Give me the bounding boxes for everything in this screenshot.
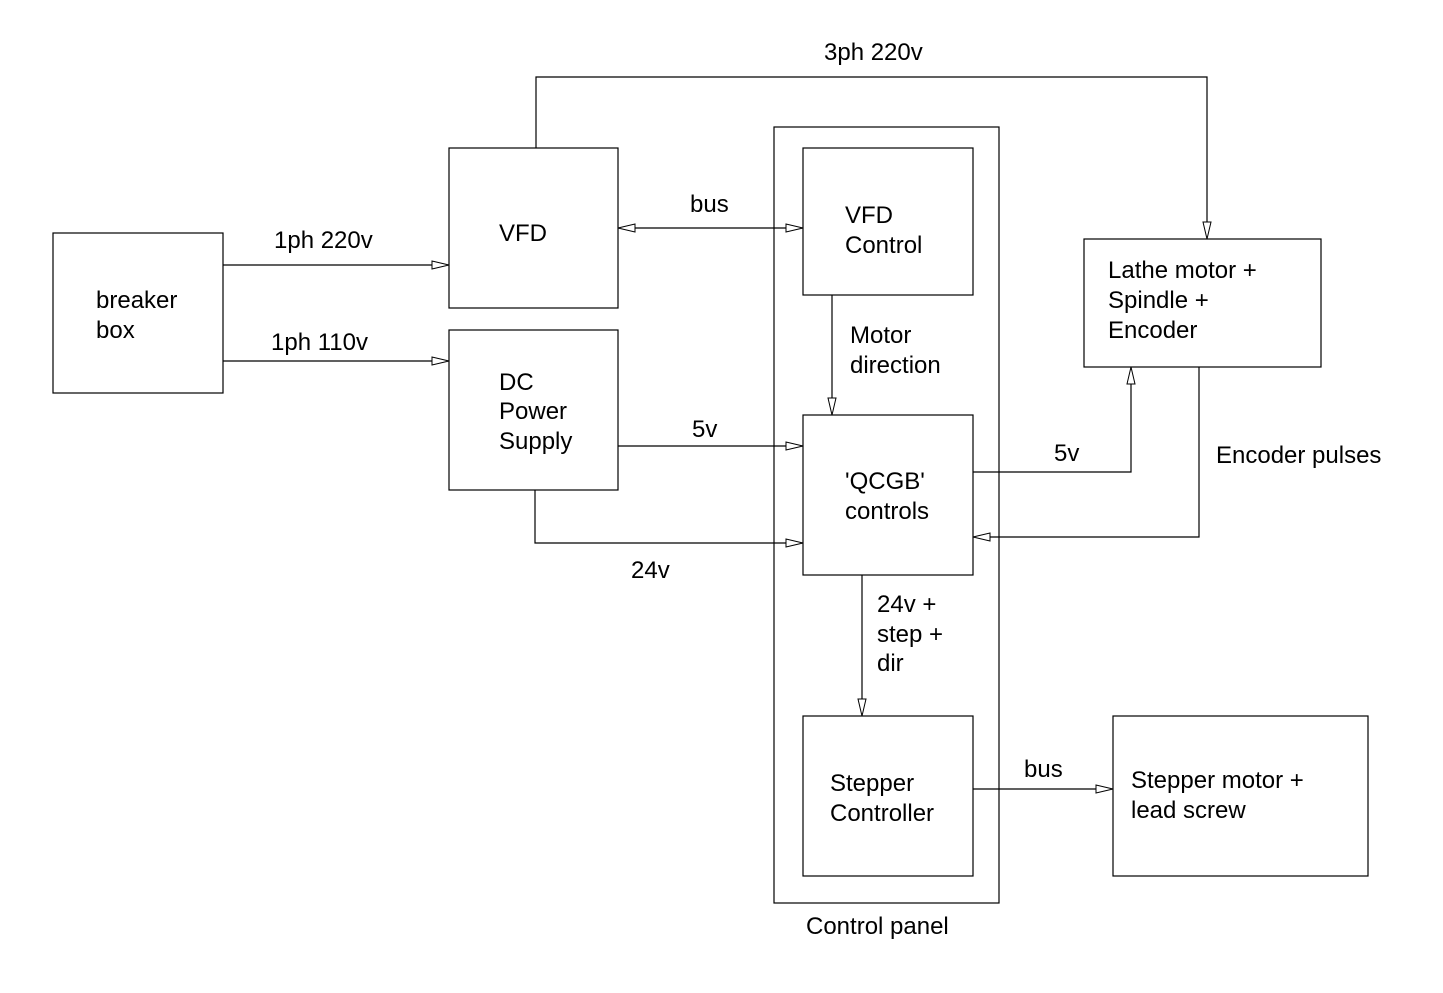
- dc-power-supply-label: DC Power Supply: [499, 369, 574, 455]
- lathe-motor-box: [1083, 238, 1322, 368]
- vfd-control-label: VFD Control: [845, 202, 922, 259]
- dc-power-supply-box: [448, 329, 619, 491]
- vfd-bus-arrowhead-right: [785, 223, 804, 233]
- five-v-dc-label: 5v: [692, 416, 717, 443]
- three-phase-label: 3ph 220v: [824, 39, 923, 66]
- stepper-bus-label: bus: [1024, 756, 1063, 783]
- three-phase-wire: [535, 76, 1208, 230]
- twentyfour-v-label: 24v: [631, 557, 670, 584]
- motor-direction-label: Motor direction: [850, 322, 941, 379]
- control-panel-enclosure: [773, 126, 1000, 904]
- twentyfour-v-wire: [534, 490, 794, 544]
- five-v-lathe-wire: [973, 376, 1132, 473]
- stepper-controller-box: [802, 715, 974, 877]
- five-v-lathe-arrowhead: [1126, 366, 1136, 385]
- qcgb-controls-box: [802, 414, 974, 576]
- vfd-label: VFD: [499, 220, 547, 247]
- vfd-bus-arrowhead-left: [617, 223, 636, 233]
- twentyfour-v-arrowhead: [785, 538, 804, 548]
- step-dir-arrowhead: [857, 698, 867, 717]
- vfd-bus-label: bus: [690, 191, 729, 218]
- five-v-lathe-label: 5v: [1054, 440, 1079, 467]
- one-phase-110-label: 1ph 110v: [271, 329, 368, 356]
- motor-direction-arrowhead: [827, 397, 837, 416]
- one-phase-220-label: 1ph 220v: [274, 227, 373, 254]
- three-phase-arrowhead: [1202, 221, 1212, 240]
- stepper-motor-box: [1112, 715, 1369, 877]
- stepper-motor-label: Stepper motor + lead screw: [1131, 767, 1310, 824]
- step-dir-label: 24v + step + dir: [877, 591, 950, 677]
- lathe-motor-label: Lathe motor + Spindle + Encoder: [1108, 257, 1263, 344]
- five-v-dc-arrowhead: [785, 441, 804, 451]
- breaker-box: [52, 232, 224, 394]
- breaker-box-label: breaker box: [96, 287, 184, 344]
- vfd-control-box: [802, 147, 974, 296]
- one-phase-110-arrowhead: [431, 356, 450, 366]
- encoder-pulses-label: Encoder pulses: [1216, 442, 1381, 469]
- encoder-pulses-wire: [982, 367, 1200, 538]
- qcgb-controls-label: 'QCGB' controls: [845, 468, 932, 525]
- stepper-controller-label: Stepper Controller: [830, 770, 934, 827]
- one-phase-220-arrowhead: [431, 260, 450, 270]
- control-panel-label: Control panel: [806, 913, 949, 940]
- stepper-bus-arrowhead: [1095, 784, 1114, 794]
- encoder-pulses-arrowhead: [972, 532, 991, 542]
